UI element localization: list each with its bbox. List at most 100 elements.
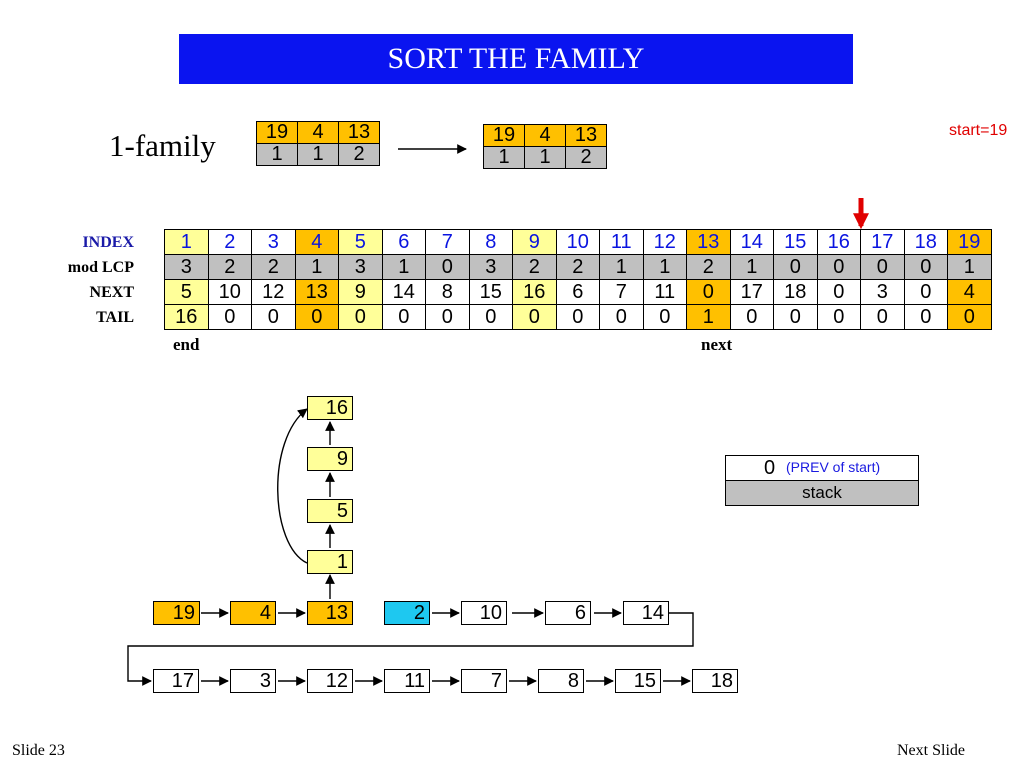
- index-cell: 5: [338, 229, 383, 255]
- list-node: 6: [545, 601, 591, 625]
- family-right-bottom-cell: 2: [565, 146, 607, 169]
- list-node: 8: [538, 669, 584, 693]
- next-cell: 12: [251, 279, 296, 305]
- index-cell: 8: [468, 229, 513, 255]
- index-cell: 16: [816, 229, 861, 255]
- row-label-tail: TAIL: [96, 309, 134, 326]
- index-cell: 18: [903, 229, 948, 255]
- list-node: 5: [307, 499, 353, 523]
- mod-lcp-cell: 0: [773, 254, 818, 280]
- family-left-bottom-cell: 1: [297, 143, 339, 166]
- tail-cell: 0: [512, 304, 557, 330]
- family-left-top-cell: 4: [297, 121, 339, 144]
- next-cell: 14: [381, 279, 426, 305]
- list-node: 2: [384, 601, 430, 625]
- next-cell: 4: [947, 279, 992, 305]
- mod-lcp-cell: 1: [294, 254, 339, 280]
- tail-cell: 0: [642, 304, 687, 330]
- family-right-top-cell: 13: [565, 124, 607, 147]
- list-node: 3: [230, 669, 276, 693]
- tail-cell: 0: [251, 304, 296, 330]
- tail-cell: 0: [816, 304, 861, 330]
- index-cell: 2: [207, 229, 252, 255]
- list-node: 15: [615, 669, 661, 693]
- tail-cell: 16: [164, 304, 209, 330]
- family-table-left: 19 4 13 1 1 2: [256, 121, 380, 166]
- next-cell: 5: [164, 279, 209, 305]
- index-cell: 1: [164, 229, 209, 255]
- tail-cell: 1: [686, 304, 731, 330]
- list-node: 18: [692, 669, 738, 693]
- family-right-bottom-cell: 1: [483, 146, 525, 169]
- mod-lcp-cell: 0: [816, 254, 861, 280]
- family-table-right: 19 4 13 1 1 2: [483, 124, 607, 169]
- slide-number: Slide 23: [12, 742, 65, 759]
- family-right-bottom-cell: 1: [524, 146, 566, 169]
- mod-lcp-cell: 0: [860, 254, 905, 280]
- tail-cell: 0: [555, 304, 600, 330]
- next-cell: 0: [903, 279, 948, 305]
- mod-lcp-cell: 0: [425, 254, 470, 280]
- index-cell: 7: [425, 229, 470, 255]
- next-cell: 13: [294, 279, 339, 305]
- index-cell: 10: [555, 229, 600, 255]
- mod-lcp-cell: 2: [207, 254, 252, 280]
- next-cell: 16: [512, 279, 557, 305]
- family-label: 1-family: [109, 128, 216, 163]
- tail-cell: 0: [468, 304, 513, 330]
- tail-cell: 0: [599, 304, 644, 330]
- mod-lcp-cell: 0: [903, 254, 948, 280]
- index-cell: 9: [512, 229, 557, 255]
- next-label: next: [701, 335, 733, 354]
- family-left-bottom-cell: 2: [338, 143, 380, 166]
- mod-lcp-cell: 3: [164, 254, 209, 280]
- tail-cell: 0: [773, 304, 818, 330]
- mod-lcp-cell: 1: [599, 254, 644, 280]
- mod-lcp-cell: 1: [729, 254, 774, 280]
- tail-cell: 0: [294, 304, 339, 330]
- tail-cell: 0: [860, 304, 905, 330]
- index-cell: 6: [381, 229, 426, 255]
- index-cell: 4: [294, 229, 339, 255]
- mod-lcp-cell: 1: [381, 254, 426, 280]
- next-cell: 0: [816, 279, 861, 305]
- next-cell: 17: [729, 279, 774, 305]
- tail-cell: 0: [947, 304, 992, 330]
- list-node: 1: [307, 550, 353, 574]
- index-cell: 3: [251, 229, 296, 255]
- next-cell: 8: [425, 279, 470, 305]
- next-cell: 9: [338, 279, 383, 305]
- tail-cell: 0: [381, 304, 426, 330]
- stack-label: stack: [726, 481, 918, 505]
- stack-note: (PREV of start): [786, 459, 881, 475]
- index-cell: 15: [773, 229, 818, 255]
- mod-lcp-cell: 1: [947, 254, 992, 280]
- list-node: 17: [153, 669, 199, 693]
- family-right-top-cell: 4: [524, 124, 566, 147]
- list-node: 16: [307, 396, 353, 420]
- index-cell: 11: [599, 229, 644, 255]
- next-cell: 11: [642, 279, 687, 305]
- tail-cell: 0: [729, 304, 774, 330]
- end-label: end: [173, 335, 200, 354]
- row-label-next: NEXT: [89, 284, 134, 301]
- index-cell: 19: [947, 229, 992, 255]
- list-node: 14: [623, 601, 669, 625]
- family-right-top-cell: 19: [483, 124, 525, 147]
- index-cell: 14: [729, 229, 774, 255]
- mod-lcp-cell: 2: [251, 254, 296, 280]
- mod-lcp-cell: 1: [642, 254, 687, 280]
- list-node: 9: [307, 447, 353, 471]
- next-cell: 3: [860, 279, 905, 305]
- stack-value: 0: [764, 457, 776, 479]
- next-cell: 6: [555, 279, 600, 305]
- mod-lcp-cell: 2: [686, 254, 731, 280]
- tail-cell: 0: [903, 304, 948, 330]
- list-node: 11: [384, 669, 430, 693]
- list-node: 7: [461, 669, 507, 693]
- family-left-top-cell: 19: [256, 121, 298, 144]
- next-slide-link[interactable]: Next Slide: [897, 742, 965, 759]
